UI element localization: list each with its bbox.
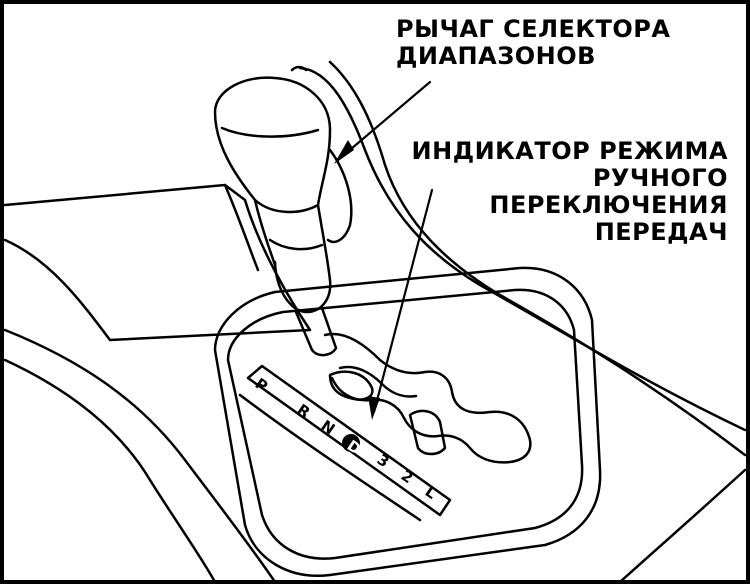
shifter-bezel-outer [213,266,602,578]
left-panel-edge [223,183,260,272]
selector-label-line-2: ДИАПАЗОНОВ [396,42,596,70]
knob-head [213,76,332,214]
gate-mark-3: 3 [374,450,393,471]
gate-mark-l: L [422,482,440,503]
leader-selector [336,80,432,162]
console-lower-curve-2 [3,358,217,584]
gate-upper-notch [328,370,374,401]
console-right-edge [618,468,747,584]
console-outer-curve [298,66,747,432]
console-inner-curve [328,60,747,457]
gate-mark-d-highlight [342,434,360,452]
knob-neck [253,198,332,282]
gate-lower-notch [408,409,447,456]
shifter-bezel-inner [226,288,584,560]
knob-head-highlight [220,126,320,138]
indicator-label-line-4: ПЕРЕДАЧ [594,218,728,246]
indicator-strip-lower [238,393,422,522]
left-panel [3,183,312,342]
knob-top-nub [290,65,308,72]
indicator-label-line-3: ПЕРЕКЛЮЧЕНИЯ [489,191,728,219]
manual-mode-indicator-label: ИНДИКАТОР РЕЖИМА РУЧНОГО ПЕРЕКЛЮЧЕНИЯ ПЕ… [412,138,728,246]
arrowhead-selector [334,140,354,164]
console-lower-curve [3,328,277,584]
indicator-strip [246,364,452,517]
knob-collar [273,260,332,314]
selector-lever-label: РЫЧАГ СЕЛЕКТОРА ДИАПАЗОНОВ [396,16,670,70]
knob-side-bump [326,148,353,244]
selector-label-line-1: РЫЧАГ СЕЛЕКТОРА [396,15,671,43]
knob-neck-detail [268,238,324,251]
indicator-label-line-2: РУЧНОГО [592,164,728,192]
arrowhead-indicator [368,396,380,420]
gate-mark-r: R [294,400,314,422]
gate-mark-2: 2 [398,466,417,487]
leader-indicator [372,188,434,414]
lever-shaft [294,306,338,357]
indicator-label-line-1: ИНДИКАТОР РЕЖИМА [411,137,728,165]
gate-slot [323,332,532,464]
